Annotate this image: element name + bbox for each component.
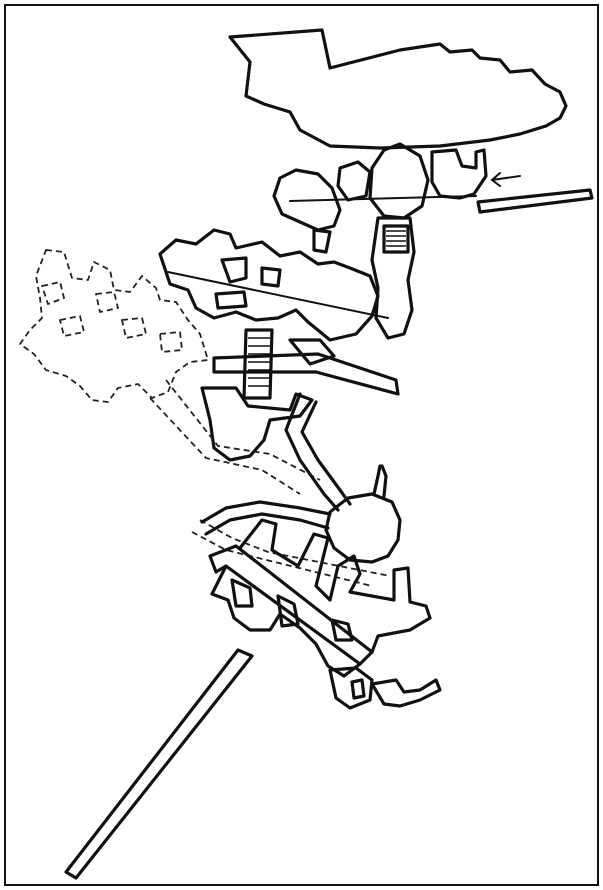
figure-frame (4, 4, 599, 886)
cross-gallery (212, 338, 400, 396)
stair-central (242, 328, 274, 400)
entrance-passage (476, 188, 594, 214)
lower-complex-rooms (210, 518, 432, 678)
upper-chamber-outline (228, 28, 568, 150)
southwest-tunnel (64, 648, 254, 880)
round-chamber (324, 492, 402, 564)
section-line-upper (289, 195, 477, 202)
lower-passage-west (200, 500, 332, 536)
lower-middle-rooms (200, 386, 314, 462)
stair-upper (382, 224, 410, 254)
dashed-rooms (41, 281, 183, 353)
middle-hall-partitions (214, 256, 282, 310)
dashed-passages (149, 379, 391, 587)
east-rooms (312, 216, 416, 340)
upper-room-cluster (272, 142, 488, 232)
middle-hall-outline (158, 228, 380, 342)
south-end-rooms (328, 666, 442, 710)
south-curving-passage (284, 392, 352, 512)
section-line-middle (167, 271, 389, 319)
round-chamber-shaft (372, 464, 388, 498)
dashed-earlier-structure (19, 249, 209, 403)
entrance-arrow (490, 172, 521, 187)
